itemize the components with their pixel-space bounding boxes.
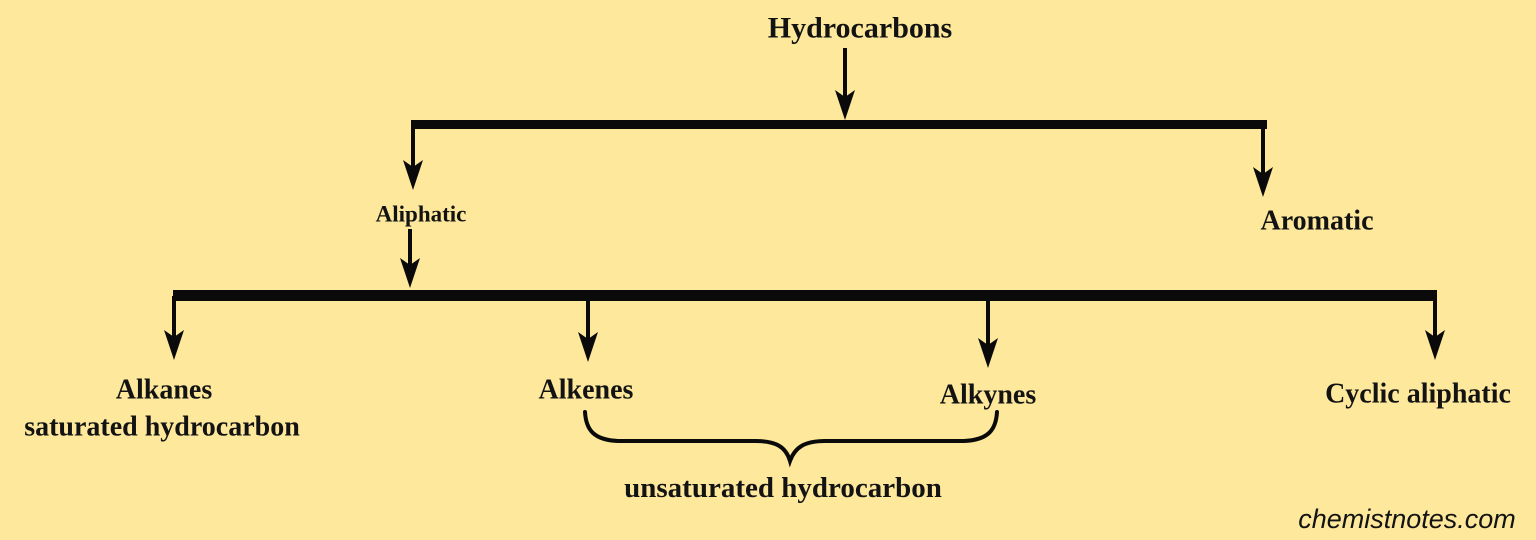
node-alkenes: Alkenes xyxy=(538,374,634,406)
node-aliphatic: Aliphatic xyxy=(375,201,467,227)
unsaturated-brace xyxy=(583,410,999,468)
node-alkanes: Alkanes xyxy=(115,374,213,406)
unsaturated-group-label: unsaturated hydrocarbon xyxy=(624,472,942,505)
aliphatic-to-level2-arrow xyxy=(400,229,420,288)
watermark-chemistnotes: chemistnotes.com xyxy=(1298,504,1516,535)
node-alkanes-sublabel: saturated hydrocarbon xyxy=(24,411,300,443)
aliphatic-branch-arrow xyxy=(403,124,423,190)
alkenes-branch-arrow xyxy=(578,296,598,362)
alkanes-branch-arrow xyxy=(164,296,184,360)
node-alkynes: Alkynes xyxy=(939,379,1037,411)
level1-bar xyxy=(411,120,1267,129)
alkynes-branch-arrow xyxy=(978,296,998,368)
cyclic-branch-arrow xyxy=(1425,296,1445,360)
node-hydrocarbons: Hydrocarbons xyxy=(767,11,953,45)
root-to-level1-arrow xyxy=(835,48,855,120)
node-aromatic: Aromatic xyxy=(1260,205,1374,237)
node-cyclic-aliphatic: Cyclic aliphatic xyxy=(1325,378,1511,410)
aromatic-branch-arrow xyxy=(1253,124,1273,197)
level2-bar xyxy=(173,290,1437,301)
